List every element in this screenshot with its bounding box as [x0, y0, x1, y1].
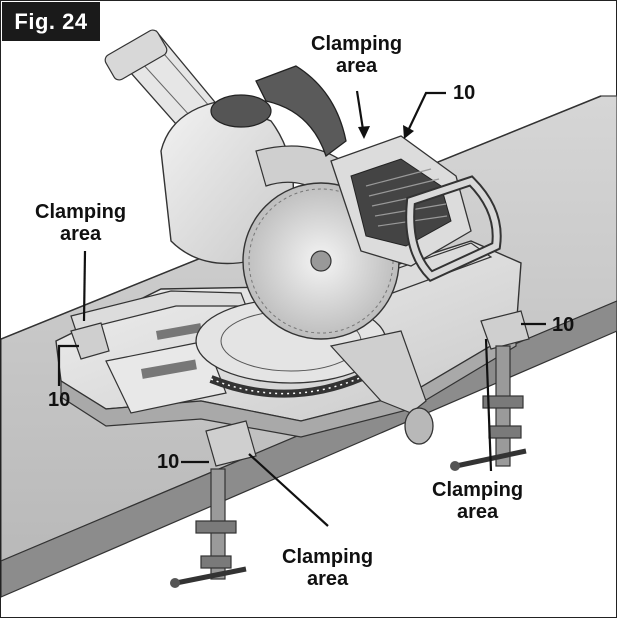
part-number-bottom-left: 10	[157, 451, 180, 473]
callout-line: Clamping	[35, 201, 127, 223]
leader-lines	[57, 90, 546, 527]
callout-line: Clamping	[282, 546, 374, 568]
arrowheads	[358, 125, 414, 139]
callout-line: area	[306, 568, 349, 590]
callout-line: area	[456, 501, 499, 523]
callout-clamping-area-right: Clamping area	[432, 479, 523, 523]
part-number-right: 10	[552, 314, 575, 336]
part-number-top: 10	[453, 82, 476, 104]
clamp-front-left	[170, 468, 247, 588]
callout-line: area	[59, 223, 102, 245]
figure-label: Fig. 24	[2, 2, 100, 41]
saw-head	[160, 65, 502, 340]
clamp-right	[450, 345, 527, 471]
callout-clamping-area-top: Clamping area	[311, 33, 402, 77]
callout-clamping-area-bottom: Clamping area	[282, 546, 373, 590]
callout-clamping-area-left: Clamping area	[35, 201, 126, 245]
callout-line: Clamping	[432, 479, 524, 501]
part-number-left: 10	[48, 389, 71, 411]
callout-line: Clamping	[311, 33, 403, 55]
callout-line: area	[335, 55, 378, 77]
